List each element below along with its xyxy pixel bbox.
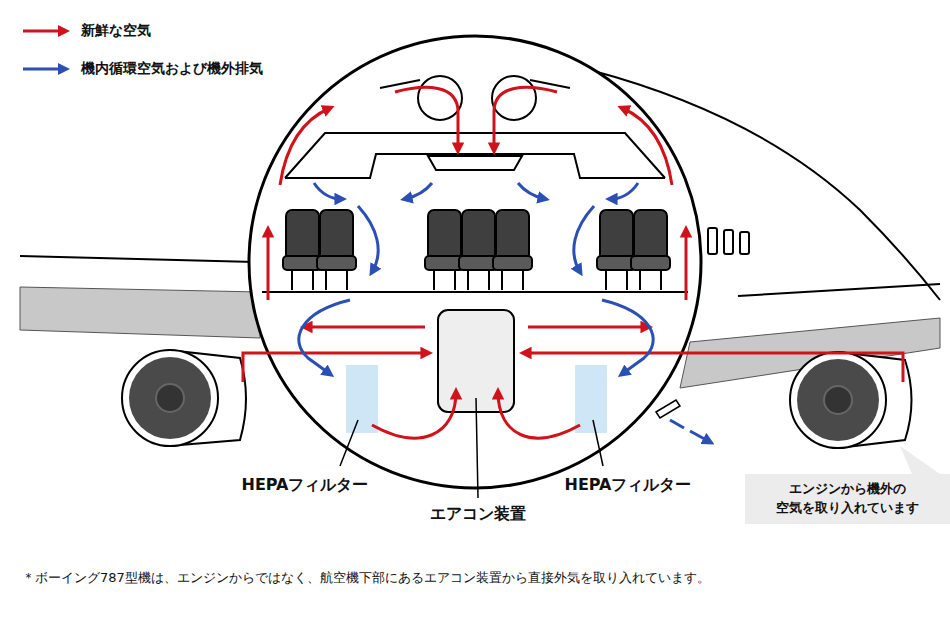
overhead-bins <box>285 154 665 178</box>
window <box>708 228 717 254</box>
filter-label: HEPAフィルター <box>563 474 694 497</box>
duct-line <box>380 80 570 88</box>
ac-unit <box>438 310 514 412</box>
engine-hub <box>156 384 184 412</box>
window <box>740 232 749 254</box>
fresh-air-arrows <box>243 87 903 438</box>
filter-label: HEPAフィルター <box>240 474 371 497</box>
callout-pointer <box>900 446 940 474</box>
pylon <box>656 400 680 418</box>
ceiling <box>285 133 665 178</box>
hepa-filter <box>575 365 607 433</box>
ac-unit-label: エアコン装置 <box>428 503 528 526</box>
legend-entry: 新鮮な空気 <box>22 22 151 40</box>
fuselage-line <box>738 284 940 296</box>
footnote: ＊ボーイング787型機は、エンジンからではなく、航空機下部にあるエアコン装置から… <box>20 568 712 588</box>
legend-arrow <box>22 23 72 39</box>
seats <box>283 210 670 290</box>
left-wing <box>20 287 260 338</box>
engine-hub <box>824 386 852 414</box>
air-outlet <box>428 156 522 170</box>
engine <box>122 350 218 446</box>
engine-fan <box>129 357 211 439</box>
engine-fan <box>797 359 879 441</box>
window <box>724 230 733 254</box>
recirculation-arrows <box>299 183 710 442</box>
engine <box>790 352 886 448</box>
callout-box: エンジンから機外の 空気を取り入れています <box>745 474 950 524</box>
legend-entry: 機内循環空気および機外排気 <box>22 60 263 78</box>
legend-text: 新鮮な空気 <box>81 22 151 40</box>
hepa-filter <box>346 365 378 433</box>
fuselage-section <box>249 36 701 488</box>
legend-text: 機内循環空気および機外排気 <box>81 60 263 78</box>
legend-arrow <box>22 61 72 77</box>
callout-text: エンジンから機外の 空気を取り入れています <box>755 480 940 518</box>
floor <box>262 291 688 293</box>
fuselage-line <box>20 256 255 262</box>
